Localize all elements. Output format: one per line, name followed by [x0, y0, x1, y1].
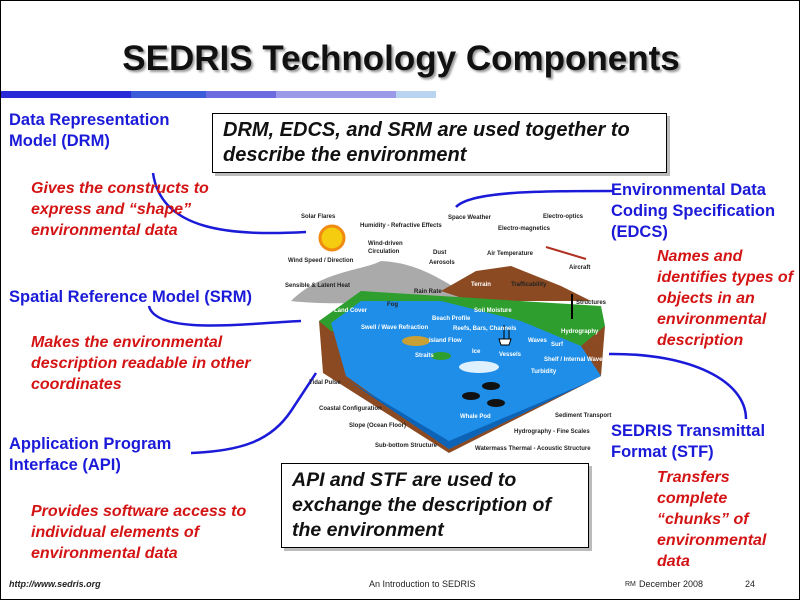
diagram-label: Coastal Configuration: [319, 406, 382, 412]
api-heading: Application Program Interface (API): [9, 435, 172, 474]
title-bar-segment: [131, 91, 206, 98]
stf-description: Transfers complete “chunks” of environme…: [657, 469, 767, 570]
diagram-label: Sub-bottom Structure: [375, 443, 437, 449]
diagram-label: Wind Speed / Direction: [288, 258, 354, 264]
whale-pod-icon: [462, 382, 505, 407]
diagram-label: Electro-magnetics: [498, 226, 551, 232]
footer-title: An Introduction to SEDRIS: [369, 579, 476, 589]
diagram-label: Beach Profile: [432, 316, 471, 322]
vessel-icon: [498, 325, 512, 346]
title-bar-segment: [206, 91, 276, 98]
diagram-label: Vessels: [499, 352, 522, 358]
diagram-label: Rain Rate: [414, 289, 442, 295]
diagram-label: Aerosols: [429, 260, 455, 266]
diagram-label: Aircraft: [569, 265, 591, 271]
drm-connector: [151, 172, 307, 235]
diagram-label: Air Temperature: [487, 251, 533, 257]
iceberg-icon: [459, 361, 499, 373]
diagram-label: Island Flow: [429, 338, 462, 344]
diagram-label: Slope (Ocean Floor): [349, 423, 407, 429]
diagram-label: Whale Pod: [460, 414, 491, 420]
diagram-label: Sensible & Latent Heat: [285, 283, 351, 289]
diagram-label: Dust: [433, 250, 447, 256]
callout-top: DRM, EDCS, and SRM are used together to …: [212, 113, 667, 173]
title-bar-segment: [1, 91, 131, 98]
api-description: Provides software access to individual e…: [31, 503, 247, 562]
stf-connector: [608, 352, 748, 420]
diagram-label: Space Weather: [448, 215, 491, 221]
diagram-label: Soil Moisture: [474, 308, 512, 314]
diagram-label: Trafficability: [511, 282, 547, 288]
srm-description: Makes the environmental description read…: [31, 334, 251, 393]
diagram-label: Structures: [576, 300, 607, 306]
diagram-label: Swell / Wave Refraction: [361, 325, 429, 331]
diagram-label: Straits: [415, 353, 434, 359]
diagram-label: Hydrography: [561, 329, 599, 335]
island: [431, 352, 451, 360]
stf-heading: SEDRIS Transmittal Format (STF): [611, 422, 766, 461]
deep-ocean: [349, 381, 591, 449]
diagram-label: Sediment Transport: [555, 413, 612, 419]
edcs-connector: [455, 189, 614, 208]
edcs-heading: Environmental Data Coding Specification …: [611, 181, 776, 241]
api-connector: [190, 372, 318, 455]
footer-initials: RM: [625, 581, 636, 588]
diagram-label: Waves: [528, 338, 547, 344]
diagram-label: Reefs, Bars, Channels: [453, 326, 517, 332]
diagram-label: Humidity - Refractive Effects: [360, 223, 442, 229]
diagram-label: Terrain: [471, 282, 491, 288]
diagram-label: Surf: [551, 342, 563, 348]
diagram-label: Watermass Thermal - Acoustic Structure: [475, 446, 591, 452]
diagram-label: Hydrography - Fine Scales: [514, 429, 590, 435]
slide-title: SEDRIS Technology Components: [122, 39, 680, 78]
cloud-shape: [291, 261, 471, 304]
diagram-label: Land Cover: [334, 308, 368, 314]
diagram-label: Circulation: [368, 249, 400, 255]
drm-heading: Data Representation Model (DRM): [9, 111, 170, 150]
page-number: 24: [745, 579, 756, 589]
edcs-description: Names and identifies types of objects in…: [657, 248, 794, 349]
callout-bottom: API and STF are used to exchange the des…: [281, 463, 589, 548]
diagram-label: Wind-driven: [368, 241, 403, 247]
title-bar-segment: [276, 91, 396, 98]
title-bar-segment: [396, 91, 436, 98]
diagram-label: Shelf / Internal Waves: [544, 357, 606, 363]
mountain: [441, 266, 591, 301]
diagram-label: Tidal Pulse: [309, 380, 341, 386]
island: [402, 336, 430, 346]
diagram-label: Fog: [387, 302, 398, 308]
sun-icon: [318, 224, 346, 252]
srm-connector: [147, 305, 302, 327]
srm-heading: Spatial Reference Model (SRM): [9, 288, 252, 306]
diagram-label: Ice: [472, 349, 481, 355]
diagram-label: Turbidity: [531, 369, 557, 375]
aircraft-icon: [545, 246, 587, 260]
footer-url[interactable]: http://www.sedris.org: [9, 579, 101, 589]
diagram-label: Electro-optics: [543, 214, 584, 220]
footer-date: December 2008: [639, 579, 704, 589]
drm-description: Gives the constructs to express and “sha…: [31, 180, 209, 239]
diagram-label: Solar Flares: [301, 214, 336, 220]
